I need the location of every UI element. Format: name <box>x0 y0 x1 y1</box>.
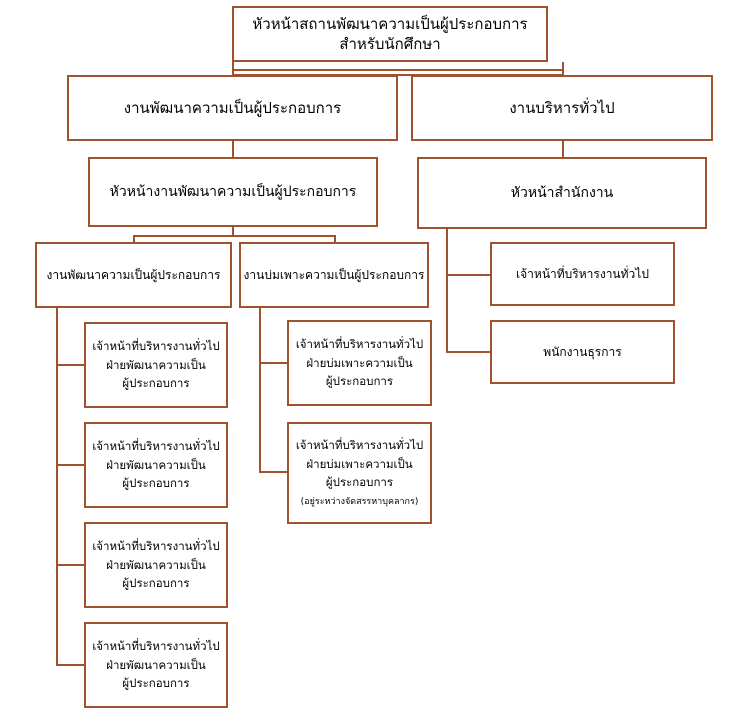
staff-line2: ฝ่ายพัฒนาความเป็น <box>106 357 206 372</box>
dept-admin-box: งานบริหารทั่วไป <box>411 75 713 141</box>
staff-line3: ผู้ประกอบการ <box>325 374 394 389</box>
staff-line1: เจ้าหน้าที่บริหารงานทั่วไป <box>92 539 220 554</box>
staff-line3: ผู้ประกอบการ <box>122 676 190 691</box>
office-staff-label-1: เจ้าหน้าที่บริหารงานทั่วไป <box>516 266 649 281</box>
staff-line1: เจ้าหน้าที่บริหารงานทั่วไป <box>92 639 220 654</box>
incubation-staff-box-1: เจ้าหน้าที่บริหารงานทั่วไป ฝ่ายบ่มเพาะคว… <box>287 320 432 406</box>
development-staff-box-4: เจ้าหน้าที่บริหารงานทั่วไป ฝ่ายพัฒนาความ… <box>84 622 228 708</box>
incubation-staff-box-2: เจ้าหน้าที่บริหารงานทั่วไป ฝ่ายบ่มเพาะคว… <box>287 422 432 524</box>
head-development-box: หัวหน้างานพัฒนาความเป็นผู้ประกอบการ <box>88 157 378 227</box>
staff-line1: เจ้าหน้าที่บริหารงานทั่วไป <box>92 439 220 454</box>
staff-line1: เจ้าหน้าที่บริหารงานทั่วไป <box>295 438 424 453</box>
development-staff-box-2: เจ้าหน้าที่บริหารงานทั่วไป ฝ่ายพัฒนาความ… <box>84 422 228 508</box>
connector-root-to-departments <box>232 62 564 71</box>
head-development-label: หัวหน้างานพัฒนาความเป็นผู้ประกอบการ <box>109 183 357 200</box>
office-staff-box-2: พนักงานธุรการ <box>490 320 675 384</box>
dept-admin-label: งานบริหารทั่วไป <box>509 98 615 117</box>
staff-line2: ฝ่ายพัฒนาความเป็น <box>106 557 206 572</box>
connector-dev-staff <box>56 286 84 666</box>
staff-line3: ผู้ประกอบการ <box>325 475 394 489</box>
dept-development-label: งานพัฒนาความเป็นผู้ประกอบการ <box>123 98 342 117</box>
office-staff-box-1: เจ้าหน้าที่บริหารงานทั่วไป <box>490 242 675 306</box>
root-box: หัวหน้าสถานพัฒนาความเป็นผู้ประกอบการ สำห… <box>232 6 548 62</box>
staff-line2: ฝ่ายพัฒนาความเป็น <box>106 657 206 672</box>
sub-incubation-box: งานบ่มเพาะความเป็นผู้ประกอบการ <box>239 242 429 308</box>
staff-line1: เจ้าหน้าที่บริหารงานทั่วไป <box>92 339 220 354</box>
connector-head-to-subunits <box>133 235 336 242</box>
development-staff-box-1: เจ้าหน้าที่บริหารงานทั่วไป ฝ่ายพัฒนาความ… <box>84 322 228 408</box>
office-staff-label-2: พนักงานธุรการ <box>543 344 622 359</box>
connector-root-to-departments-split <box>232 70 564 76</box>
root-title-line1: หัวหน้าสถานพัฒนาความเป็นผู้ประกอบการ <box>252 14 528 33</box>
connector-office-staff <box>446 229 490 353</box>
staff-line2: ฝ่ายพัฒนาความเป็น <box>106 457 206 472</box>
development-staff-box-3: เจ้าหน้าที่บริหารงานทั่วไป ฝ่ายพัฒนาความ… <box>84 522 228 608</box>
staff-line3: ผู้ประกอบการ <box>122 576 190 591</box>
staff-line3: ผู้ประกอบการ <box>122 476 190 491</box>
dept-development-box: งานพัฒนาความเป็นผู้ประกอบการ <box>67 75 398 141</box>
head-office-label: หัวหน้าสำนักงาน <box>510 184 614 201</box>
sub-incubation-label: งานบ่มเพาะความเป็นผู้ประกอบการ <box>243 267 425 282</box>
head-office-box: หัวหน้าสำนักงาน <box>417 157 707 229</box>
staff-line2: ฝ่ายบ่มเพาะความเป็น <box>306 355 413 370</box>
staff-line2: ฝ่ายบ่มเพาะความเป็น <box>306 456 413 471</box>
staff-line3: ผู้ประกอบการ <box>122 376 190 391</box>
staff-line1: เจ้าหน้าที่บริหารงานทั่วไป <box>295 337 424 352</box>
staff-note: (อยู่ระหว่างจัดสรรหาบุคลากร) <box>300 497 419 508</box>
sub-development-label: งานพัฒนาความเป็นผู้ประกอบการ <box>46 267 221 282</box>
root-title-line2: สำหรับนักศึกษา <box>339 35 441 53</box>
sub-development-box: งานพัฒนาความเป็นผู้ประกอบการ <box>35 242 232 308</box>
connector-inc-staff <box>259 286 287 473</box>
